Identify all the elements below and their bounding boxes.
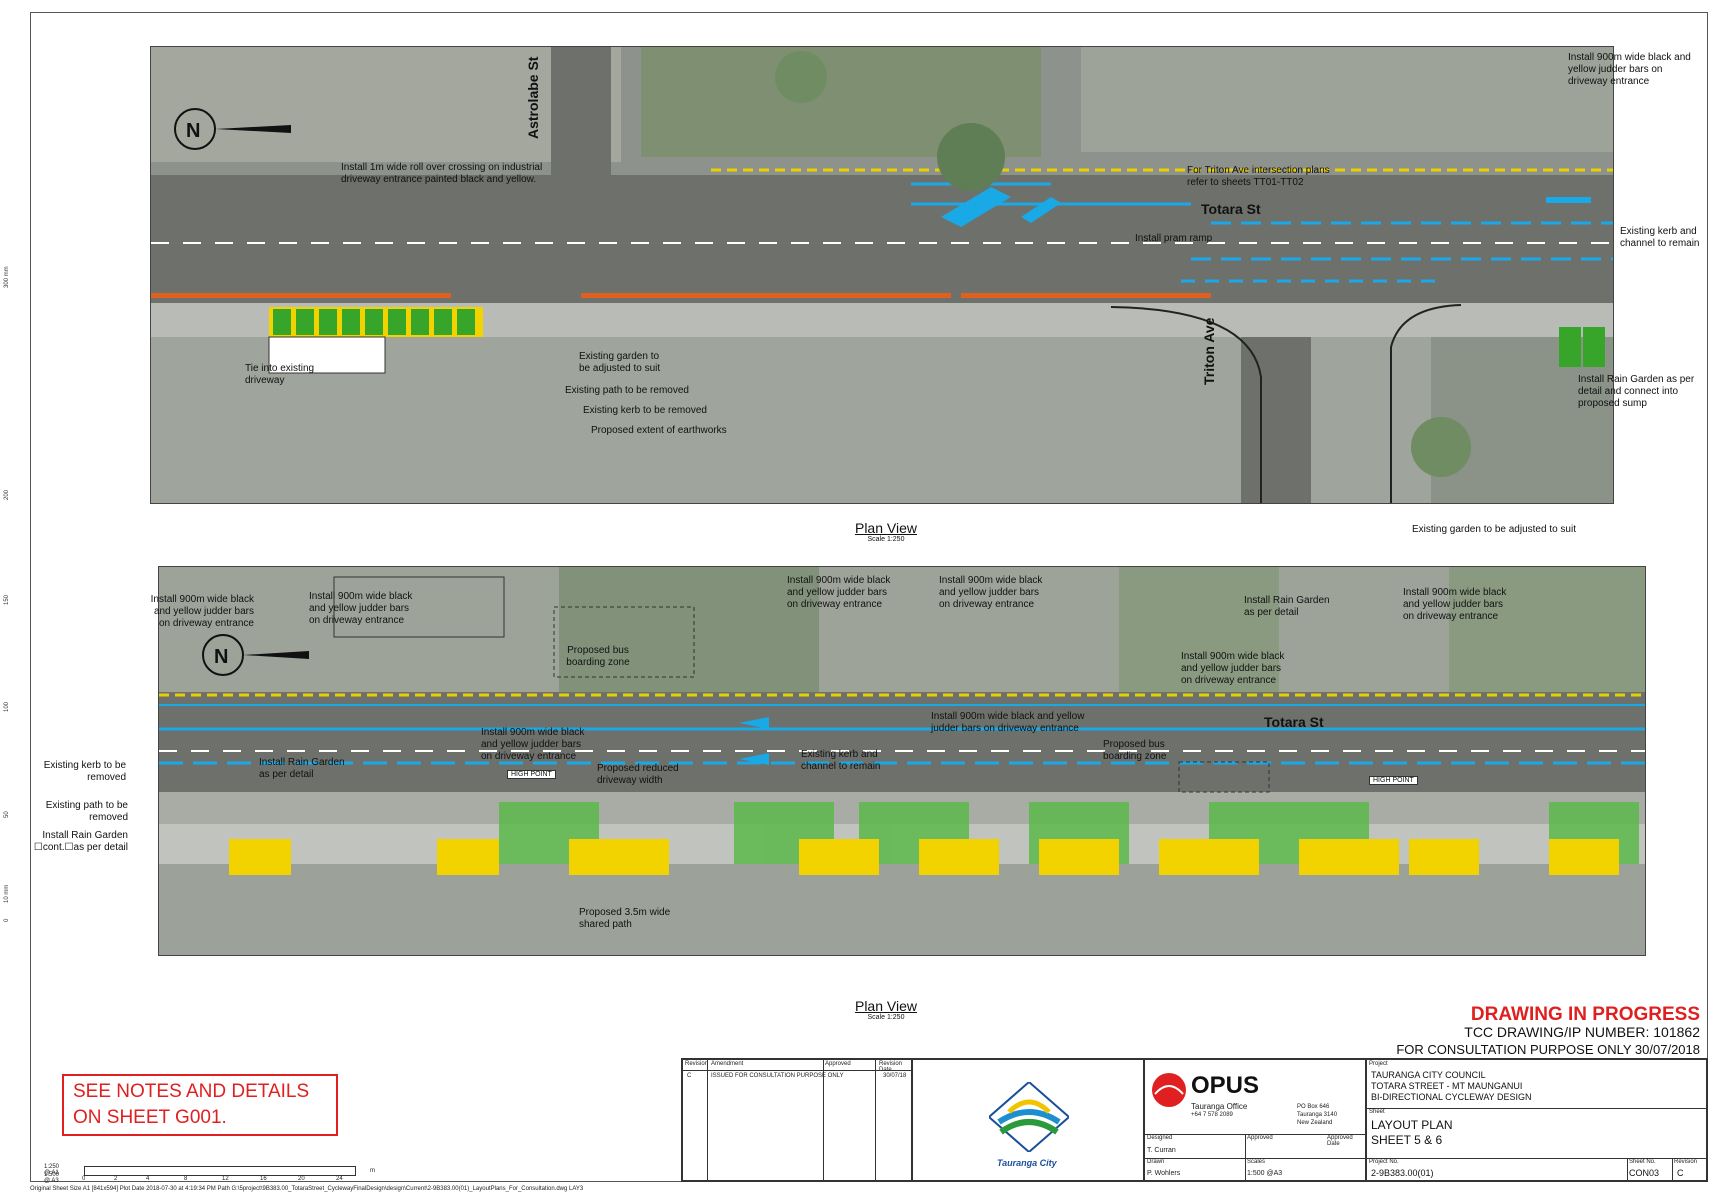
consultation-note: FOR CONSULTATION PURPOSE ONLY 30/07/2018 bbox=[1396, 1042, 1700, 1057]
top-plan-view: N Astrolabe St Totara St Triton Ave Inst… bbox=[150, 46, 1614, 504]
top-plan-drawing: N bbox=[151, 47, 1613, 503]
status-block: DRAWING IN PROGRESS TCC DRAWING/IP NUMBE… bbox=[1300, 1004, 1700, 1064]
title-block: Revision Amendment Approved Revision Dat… bbox=[681, 1058, 1708, 1182]
footer-plot-info: Original Sheet Size A1 [841x594] Plot Da… bbox=[30, 1186, 584, 1192]
note-kerb-removed: Existing kerb to be removed bbox=[583, 405, 707, 416]
note-pram-ramp: Install pram ramp bbox=[1135, 233, 1213, 244]
sheet-number: CON03 bbox=[1629, 1168, 1660, 1178]
consultant-cell: OPUS Tauranga Office +64 7 578 2089 PO B… bbox=[1144, 1059, 1366, 1182]
margin-tick: 300 mm bbox=[4, 266, 10, 288]
plan-view-title-top: Plan View Scale 1:250 bbox=[854, 520, 917, 543]
bottom-plan-drawing: N bbox=[159, 567, 1645, 955]
street-label-triton: Triton Ave bbox=[1201, 317, 1217, 385]
project-title: TAURANGA CITY COUNCIL TOTARA STREET - MT… bbox=[1371, 1070, 1532, 1102]
street-label-totara-bottom: Totara St bbox=[1264, 714, 1324, 730]
project-number: 2-9B383.00(01) bbox=[1371, 1168, 1434, 1178]
revision-letter: C bbox=[1677, 1168, 1684, 1178]
note-rain-garden-left: Install Rain Garden☐cont.☐as per detail bbox=[33, 830, 128, 853]
see-notes-box: SEE NOTES AND DETAILS ON SHEET G001. bbox=[62, 1074, 338, 1136]
opus-logo-text: OPUS bbox=[1191, 1072, 1260, 1099]
note-earthworks: Proposed extent of earthworks bbox=[591, 425, 727, 436]
sheet-title: LAYOUT PLAN SHEET 5 & 6 bbox=[1371, 1118, 1453, 1147]
margin-tick: 150 bbox=[4, 594, 10, 605]
note-garden-adjust-right: Existing garden to be adjusted to suit bbox=[1412, 524, 1576, 535]
margin-tick: 0 bbox=[4, 918, 10, 922]
svg-text:N: N bbox=[186, 120, 200, 142]
svg-text:N: N bbox=[214, 646, 228, 668]
high-point-marker-right: HIGH POINT bbox=[1369, 776, 1418, 785]
street-label-astrolabe: Astrolabe St bbox=[525, 56, 541, 139]
high-point-marker-left: HIGH POINT bbox=[507, 770, 556, 779]
bottom-plan-view: N Totara St HIGH POINT HIGH POINT Instal… bbox=[158, 566, 1646, 956]
margin-tick: 100 bbox=[4, 701, 10, 712]
margin-tick: 200 bbox=[4, 489, 10, 500]
tcc-number: TCC DRAWING/IP NUMBER: 101862 bbox=[1464, 1024, 1700, 1040]
plan-view-title-bottom: Plan View Scale 1:250 bbox=[854, 998, 917, 1021]
tauranga-city-logo bbox=[989, 1082, 1069, 1152]
opus-logo-icon bbox=[1152, 1073, 1186, 1107]
note-path-removed: Existing path to be removed bbox=[565, 385, 689, 396]
street-label-totara: Totara St bbox=[1201, 201, 1261, 217]
revision-table: Revision Amendment Approved Revision Dat… bbox=[682, 1059, 912, 1182]
note-rollover: Install 1m wide roll over crossing on in… bbox=[341, 162, 543, 185]
project-cell: Project TAURANGA CITY COUNCIL TOTARA STR… bbox=[1366, 1059, 1707, 1182]
drawing-in-progress: DRAWING IN PROGRESS bbox=[1470, 1004, 1700, 1025]
client-logo-cell: Tauranga City bbox=[912, 1059, 1144, 1181]
margin-tick: 10 mm bbox=[4, 884, 10, 903]
margin-tick: 50 bbox=[4, 811, 10, 818]
